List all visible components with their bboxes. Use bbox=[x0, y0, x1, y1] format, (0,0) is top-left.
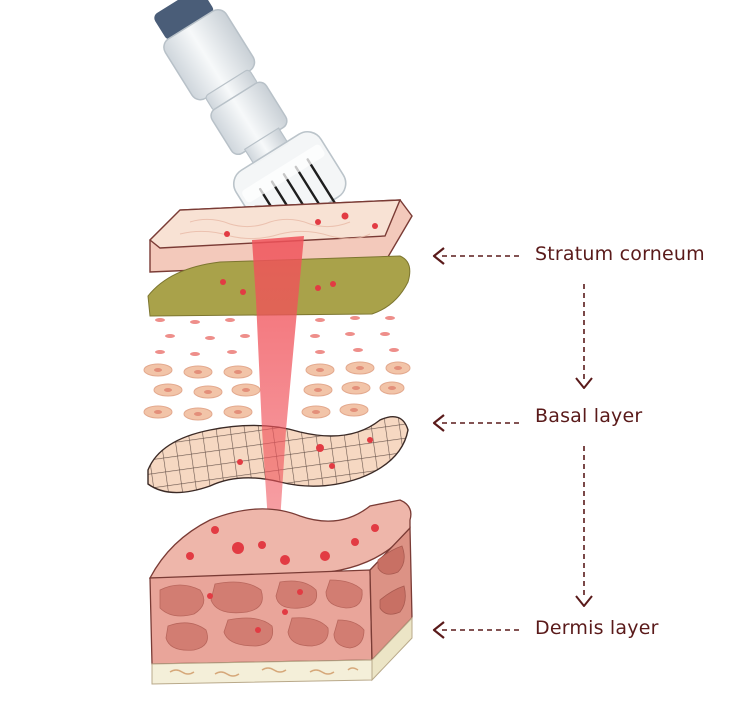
penetration-beam bbox=[252, 236, 304, 522]
stratum-corneum-layer bbox=[148, 199, 413, 273]
spinous-cell-dots bbox=[155, 316, 399, 356]
down-arrow-icon bbox=[575, 446, 593, 607]
basal-cells bbox=[143, 361, 411, 421]
label-basal-layer: Basal layer bbox=[535, 405, 643, 427]
left-arrow-icon bbox=[432, 621, 520, 639]
label-dermis-layer: Dermis layer bbox=[535, 617, 659, 639]
label-stratum-corneum: Stratum corneum bbox=[535, 243, 705, 265]
left-arrow-icon bbox=[432, 414, 520, 432]
down-arrow-icon bbox=[575, 284, 593, 389]
left-arrow-icon bbox=[432, 247, 520, 265]
dermis-block bbox=[148, 499, 413, 685]
